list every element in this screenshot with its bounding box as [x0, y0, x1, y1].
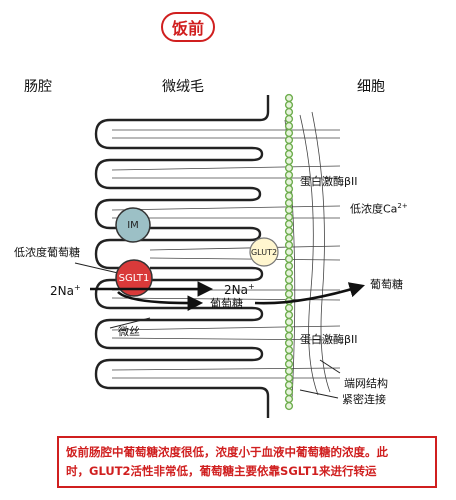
- bead: [284, 359, 294, 369]
- title-badge: 饭前: [161, 12, 215, 42]
- bead: [284, 163, 294, 173]
- bead: [284, 198, 294, 208]
- bead: [284, 331, 294, 341]
- spectrin-bottom-label: 蛋白激酶βII: [300, 333, 358, 346]
- spectrin-top-label: 蛋白激酶βII: [300, 175, 358, 188]
- bead: [284, 121, 294, 131]
- low-ca-label: 低浓度Ca2+: [350, 203, 408, 215]
- bead: [284, 352, 294, 362]
- bead: [284, 366, 294, 376]
- arrow-glucose-out: [254, 282, 365, 305]
- microvilli-label: 微绒毛: [162, 79, 204, 95]
- bead: [284, 219, 294, 229]
- bead: [284, 128, 294, 138]
- microfilament-label: 微丝: [118, 325, 140, 338]
- na-left-text: 2Na: [50, 284, 74, 298]
- bead: [284, 261, 294, 271]
- bead: [284, 282, 294, 292]
- bead: [284, 100, 294, 110]
- bead: [284, 254, 294, 264]
- bead: [284, 149, 294, 159]
- bead: [284, 135, 294, 145]
- bead: [284, 184, 294, 194]
- bead: [284, 191, 294, 201]
- im-text: IM: [127, 219, 139, 231]
- bead: [284, 247, 294, 257]
- bead: [284, 387, 294, 397]
- bead: [284, 401, 294, 411]
- bead: [284, 240, 294, 250]
- glut2-text: GLUT2: [250, 247, 278, 257]
- bead: [284, 268, 294, 278]
- cell-label: 细胞: [357, 79, 385, 95]
- bead: [284, 177, 294, 187]
- low-ca-text: 低浓度Ca: [350, 202, 398, 216]
- bead: [284, 373, 294, 383]
- bead: [284, 212, 294, 222]
- bead: [284, 380, 294, 390]
- explanation-note: 饭前肠腔中葡萄糖浓度很低，浓度小于血液中葡萄糖的浓度。此 时，GLUT2活性非常…: [57, 436, 437, 488]
- low-glucose-label: 低浓度葡萄糖: [14, 246, 80, 259]
- note-line-1: 饭前肠腔中葡萄糖浓度很低，浓度小于血液中葡萄糖的浓度。此: [66, 445, 388, 459]
- bead: [284, 310, 294, 320]
- bead: [284, 226, 294, 236]
- sglt1-circle: [115, 259, 153, 297]
- bead: [284, 156, 294, 166]
- bead: [284, 345, 294, 355]
- glucose-mid-label: 葡萄糖: [210, 297, 243, 310]
- bead: [284, 170, 294, 180]
- bead: [284, 338, 294, 348]
- bead: [284, 317, 294, 327]
- bead: [284, 303, 294, 313]
- sglt1-text: SGLT1: [118, 272, 150, 284]
- low-ca-sup: 2+: [397, 202, 408, 210]
- microvilli-bends: [249, 146, 264, 362]
- note-line-2: 时，GLUT2活性非常低，葡萄糖主要依靠SGLT1来进行转运: [66, 464, 377, 478]
- bead: [284, 394, 294, 404]
- bead: [284, 275, 294, 285]
- bead: [284, 233, 294, 243]
- bead-chain: [284, 93, 294, 411]
- na-right-sup: +: [247, 282, 255, 291]
- na-right-text: 2Na: [224, 283, 248, 297]
- bead: [284, 289, 294, 299]
- glut2-circle: [249, 237, 279, 267]
- bead: [284, 114, 294, 124]
- bead: [284, 93, 294, 103]
- terminal-web-label: 端网结构: [344, 377, 388, 390]
- actin-filaments: [111, 111, 341, 401]
- tight-junction-label: 紧密连接: [342, 393, 386, 406]
- bead: [284, 205, 294, 215]
- microvilli-membrane: [94, 95, 270, 418]
- bead: [284, 142, 294, 152]
- na-left-sup: +: [73, 283, 81, 292]
- lumen-label: 肠腔: [24, 79, 52, 95]
- glucose-right-label: 葡萄糖: [370, 278, 403, 291]
- na-left-label: 2Na+: [50, 283, 81, 298]
- bead: [284, 324, 294, 334]
- bead: [284, 107, 294, 117]
- arrow-glucose-in: [117, 290, 204, 311]
- leader-lines: [74, 262, 341, 399]
- im-circle: [115, 207, 151, 243]
- na-right-label: 2Na+: [224, 282, 255, 297]
